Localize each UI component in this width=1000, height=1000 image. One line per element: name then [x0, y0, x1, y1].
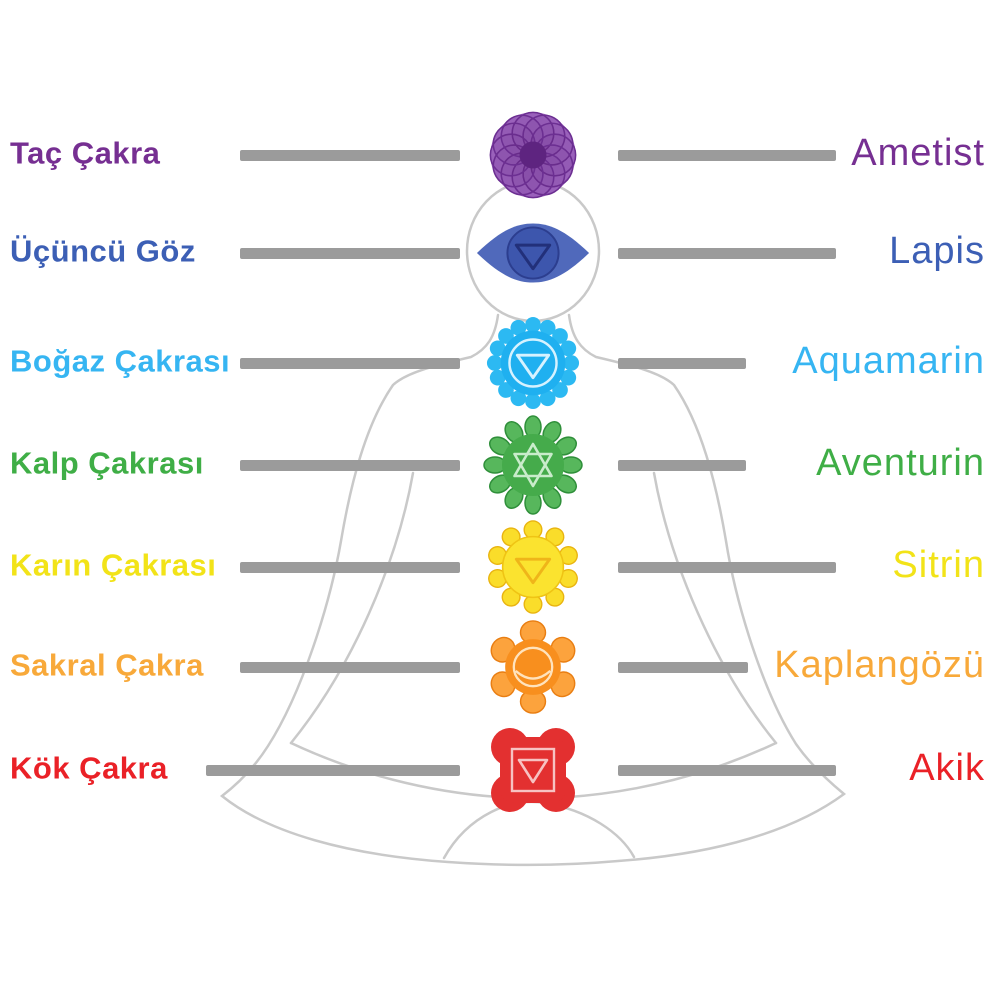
left-connector-line: [240, 150, 460, 161]
stone-name-label: Aventurin: [816, 441, 985, 484]
left-connector-line: [206, 765, 460, 776]
chakra-name-label: Sakral Çakra: [10, 647, 204, 683]
left-connector-line: [240, 358, 460, 369]
right-connector-line: [618, 562, 836, 573]
third-eye-chakra-icon: [474, 217, 592, 290]
root-chakra-icon: [483, 720, 583, 820]
throat-chakra-icon: [484, 314, 582, 412]
chakra-name-label: Boğaz Çakrası: [10, 343, 231, 379]
right-connector-line: [618, 248, 836, 259]
right-connector-line: [618, 460, 746, 471]
stone-name-label: Ametist: [851, 131, 985, 174]
sacral-chakra-icon: [485, 619, 581, 715]
stone-name-label: Lapis: [889, 229, 985, 272]
left-connector-line: [240, 662, 460, 673]
solar-plexus-chakra-icon: [484, 518, 582, 616]
chakra-name-label: Karın Çakrası: [10, 547, 217, 583]
heart-chakra-icon: [483, 415, 583, 515]
stone-name-label: Kaplangözü: [774, 643, 985, 686]
right-connector-line: [618, 150, 836, 161]
right-connector-line: [618, 358, 746, 369]
chakra-name-label: Taç Çakra: [10, 135, 161, 171]
right-connector-line: [618, 765, 836, 776]
right-connector-line: [618, 662, 748, 673]
chakra-name-label: Üçüncü Göz: [10, 233, 196, 269]
chakra-name-label: Kalp Çakrası: [10, 445, 204, 481]
crown-chakra-icon: [481, 103, 585, 207]
left-connector-line: [240, 460, 460, 471]
left-connector-line: [240, 562, 460, 573]
stone-name-label: Akik: [909, 746, 985, 789]
stone-name-label: Sitrin: [892, 543, 985, 586]
chakra-name-label: Kök Çakra: [10, 750, 168, 786]
stone-name-label: Aquamarin: [792, 339, 985, 382]
left-connector-line: [240, 248, 460, 259]
